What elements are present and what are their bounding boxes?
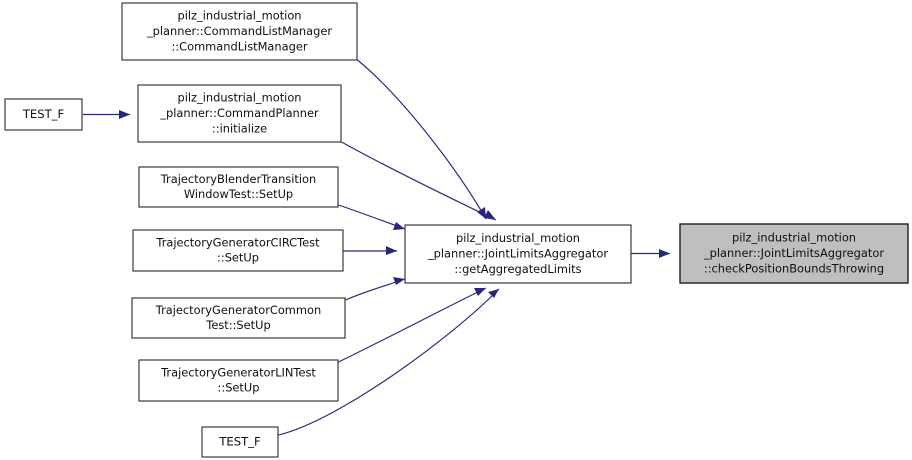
call-edge [343, 246, 397, 255]
call-edge [278, 288, 500, 436]
call-edge [338, 204, 406, 230]
node-label-line: _planner::JointLimitsAggregator [703, 246, 884, 260]
node-label-line: TEST_F [218, 435, 260, 449]
edge-line [341, 141, 497, 221]
node-label-line: Test::SetUp [205, 318, 270, 332]
node-box[interactable] [131, 297, 346, 339]
node-box[interactable] [132, 229, 344, 272]
node-box[interactable] [138, 166, 339, 208]
call-edge [345, 277, 406, 301]
node-box[interactable] [137, 84, 342, 143]
graph-node-test_f_bottom[interactable]: TEST_F [201, 426, 279, 458]
node-box[interactable] [404, 224, 632, 284]
graph-node-command_list_manager_ctor[interactable]: pilz_industrial_motion_planner::CommandL… [121, 2, 358, 61]
node-box[interactable] [138, 359, 339, 402]
arrowhead-icon [474, 288, 486, 296]
graph-node-lin_test_setup[interactable]: TrajectoryGeneratorLINTest::SetUp [138, 359, 339, 402]
arrowhead-icon [393, 222, 405, 230]
node-label-line: _planner::JointLimitsAggregator [427, 247, 608, 261]
node-label-line: TrajectoryGeneratorCommon [155, 303, 321, 317]
arrowhead-icon [484, 210, 496, 220]
node-label-line: pilz_industrial_motion [177, 91, 301, 105]
node-label-line: pilz_industrial_motion [177, 9, 301, 23]
graph-node-circ_test_setup[interactable]: TrajectoryGeneratorCIRCTest::SetUp [132, 229, 344, 272]
node-label-line: TrajectoryGeneratorCIRCTest [155, 235, 320, 249]
node-label-line: TEST_F [22, 107, 64, 121]
call-edge [83, 110, 130, 119]
node-label-line: ::checkPositionBoundsThrowing [704, 261, 884, 275]
node-label-line: ::initialize [212, 121, 267, 135]
node-label-line: _planner::CommandPlanner [159, 106, 319, 120]
arrowhead-icon [393, 277, 405, 285]
node-label-line: pilz_industrial_motion [456, 231, 580, 245]
call-edge [357, 59, 487, 220]
node-label-line: _planner::CommandListManager [146, 24, 332, 38]
node-label-line: ::CommandListManager [171, 39, 307, 53]
arrowhead-icon [488, 289, 499, 298]
node-label-line: TrajectoryGeneratorLINTest [160, 365, 316, 379]
arrowhead-icon [119, 110, 130, 119]
call-edge [341, 141, 497, 221]
node-box[interactable] [121, 2, 358, 61]
graph-node-blender_transition_window_setup[interactable]: TrajectoryBlenderTransitionWindowTest::S… [138, 166, 339, 208]
arrowhead-icon [659, 249, 670, 258]
node-label-line: pilz_industrial_motion [732, 231, 856, 245]
graph-node-check_position_bounds_throwing[interactable]: pilz_industrial_motion_planner::JointLim… [679, 223, 909, 284]
node-box[interactable] [4, 98, 83, 131]
node-box[interactable] [201, 426, 279, 458]
edge-line [338, 287, 487, 363]
edge-line [278, 288, 500, 436]
node-box[interactable] [679, 223, 909, 284]
graph-node-test_f_top[interactable]: TEST_F [4, 98, 83, 131]
call-edge [631, 249, 670, 258]
node-label-line: WindowTest::SetUp [184, 187, 293, 201]
node-label-line: ::getAggregatedLimits [454, 262, 581, 276]
graph-node-get_aggregated_limits[interactable]: pilz_industrial_motion_planner::JointLim… [404, 224, 632, 284]
call-edge [338, 287, 487, 363]
arrowhead-icon [386, 246, 397, 255]
node-label-line: ::SetUp [218, 381, 260, 395]
graph-node-command_planner_initialize[interactable]: pilz_industrial_motion_planner::CommandP… [137, 84, 342, 143]
edge-layer [83, 59, 670, 436]
node-label-line: TrajectoryBlenderTransition [160, 172, 316, 186]
edge-line [357, 59, 487, 220]
node-label-line: ::SetUp [217, 251, 259, 265]
node-layer: TEST_Fpilz_industrial_motion_planner::Co… [4, 2, 909, 458]
